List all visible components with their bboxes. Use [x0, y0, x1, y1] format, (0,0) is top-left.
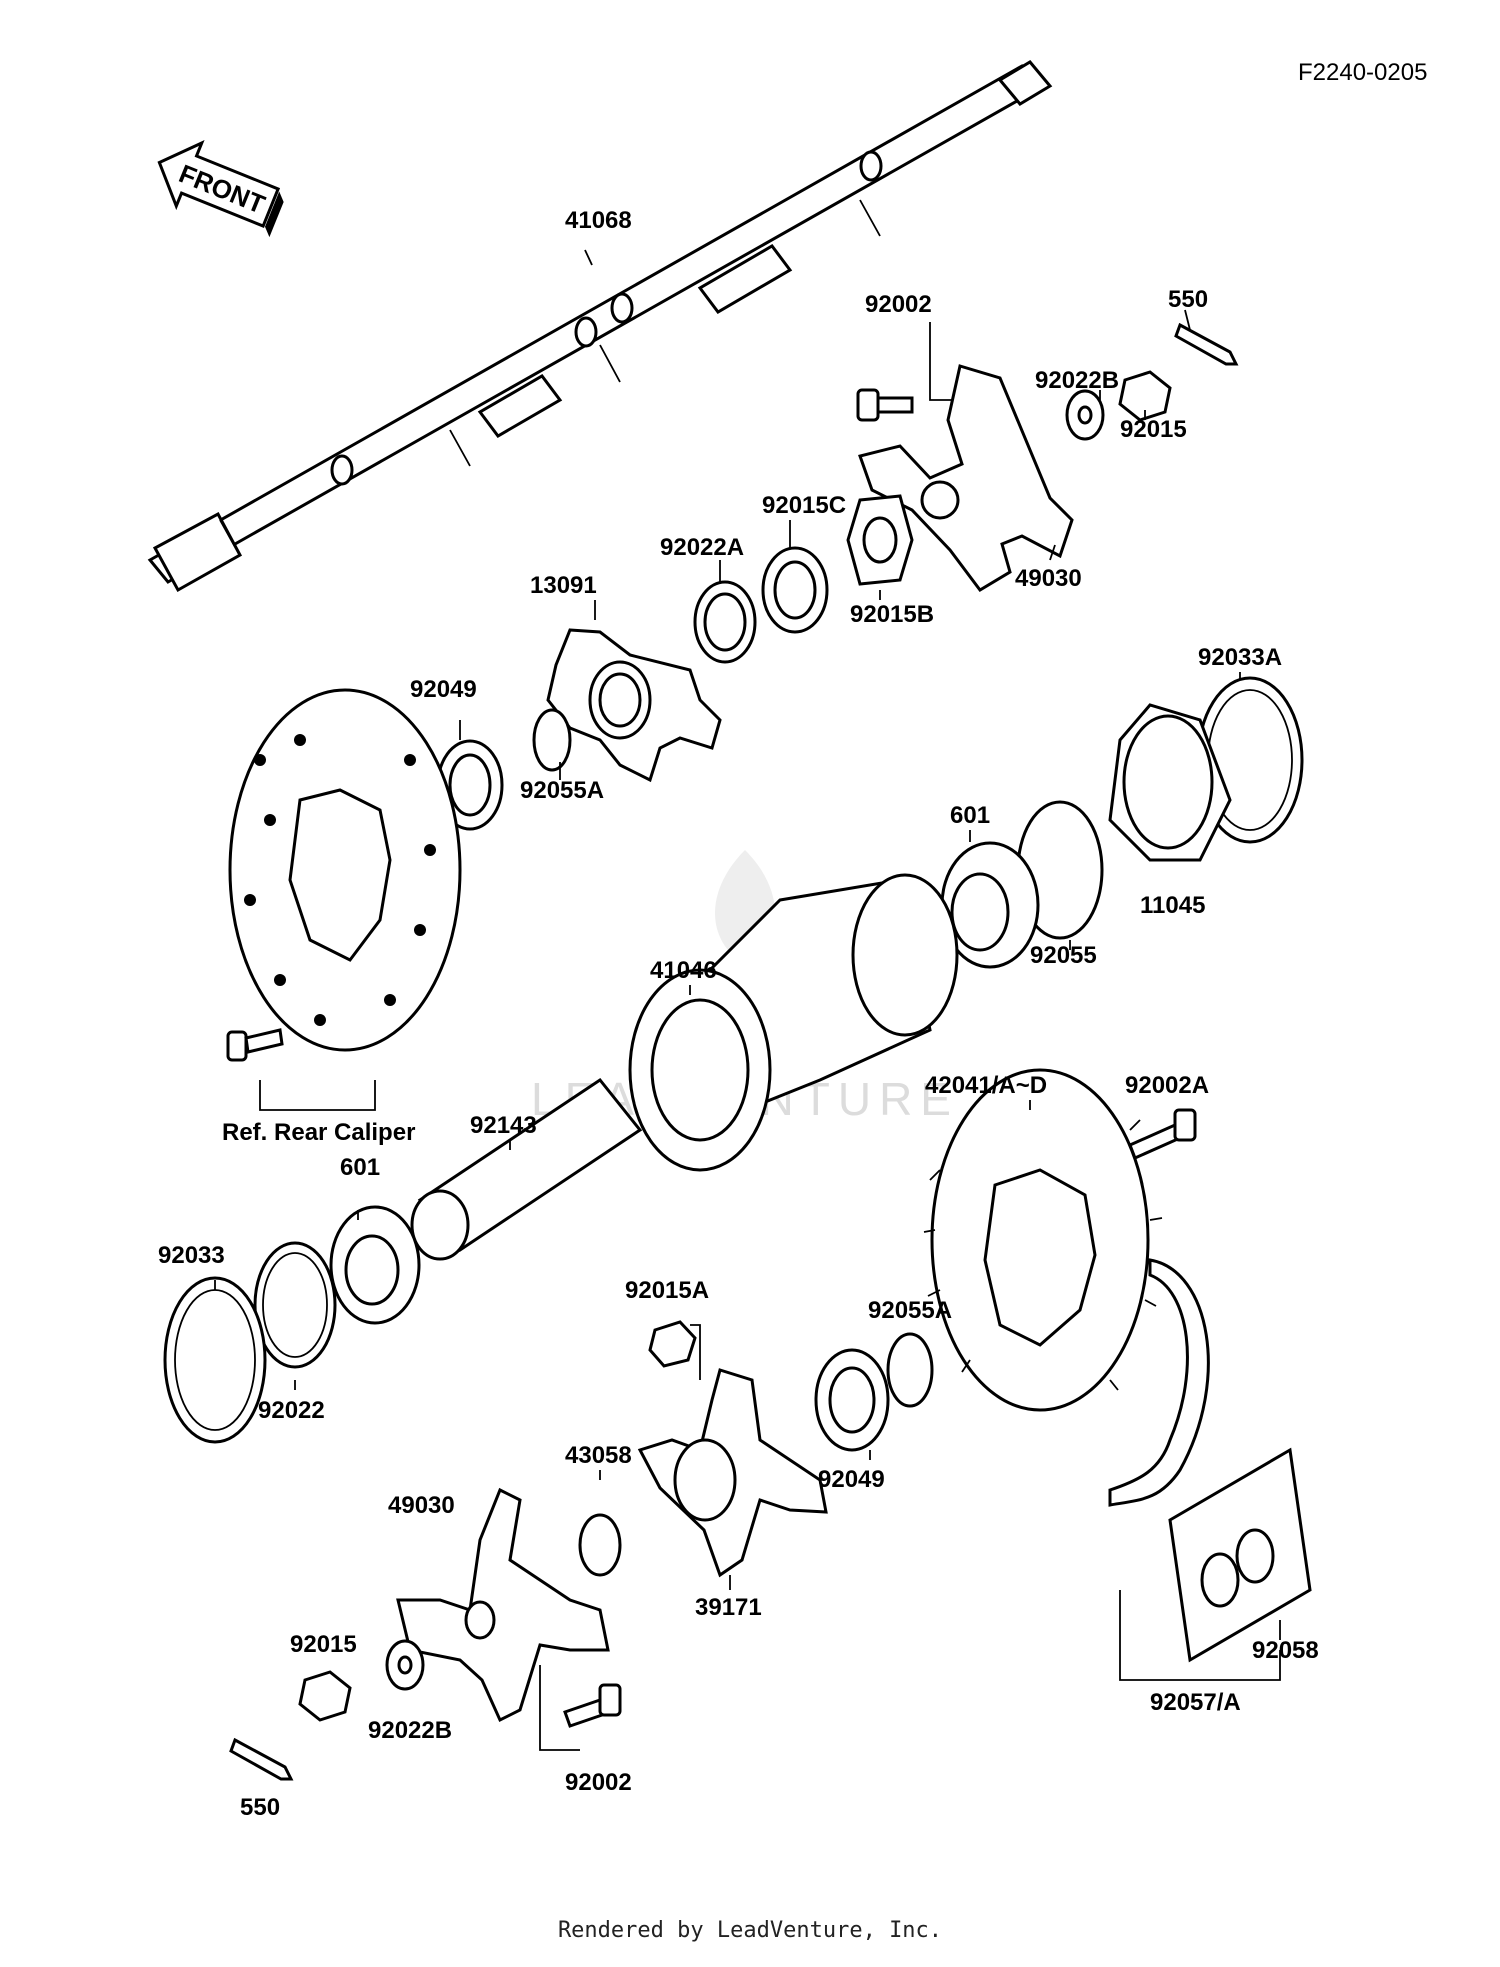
label-bolt-bottom: 92002	[565, 1769, 632, 1796]
bearing-right	[940, 841, 1040, 969]
label-housing: 41046	[650, 957, 717, 984]
rear-axle	[147, 60, 1053, 593]
hub-bottom	[396, 1487, 610, 1723]
nut-c	[761, 546, 829, 634]
circlip-lower	[578, 1513, 622, 1577]
bolt-top	[856, 322, 965, 422]
label-nut-top: 92015	[1120, 416, 1187, 443]
master-link	[1168, 1447, 1312, 1663]
label-seal-left: 92049	[410, 676, 477, 703]
label-sprocket: 42041/A~D	[925, 1072, 1047, 1099]
front-arrow: FRONT	[157, 140, 284, 238]
bolt-sprocket	[1128, 1108, 1197, 1161]
cap-right	[1108, 703, 1232, 862]
label-bearing-right: 601	[950, 802, 990, 829]
label-chain: 92057/A	[1150, 1689, 1241, 1716]
drive-chain	[1108, 1258, 1281, 1681]
disc-bolt	[226, 1028, 376, 1111]
label-oring-left: 92055A	[520, 777, 604, 804]
nut-a	[648, 1320, 701, 1380]
label-bearing-left: 601	[340, 1154, 380, 1181]
sprocket	[923, 1068, 1163, 1412]
label-cap-right: 11045	[1140, 892, 1205, 919]
label-circlip-right: 92033A	[1198, 644, 1282, 671]
cotter-top	[1174, 322, 1239, 366]
disc-hub	[546, 628, 722, 783]
ring-left	[253, 1241, 337, 1369]
label-joint: 92058	[1252, 1637, 1319, 1664]
label-seal-lower: 92049	[818, 1466, 885, 1493]
label-nut-c: 92015C	[762, 492, 846, 519]
nut-b	[846, 494, 914, 586]
label-cotter-top: 550	[1168, 286, 1208, 313]
label-axle: 41068	[565, 207, 632, 234]
circlip-left	[163, 1276, 267, 1444]
label-circlip-left: 92033	[158, 1242, 225, 1269]
footer-credit: Rendered by LeadVenture, Inc.	[557, 1918, 943, 1943]
washer-top	[1065, 389, 1105, 441]
label-cotter-bottom: 550	[240, 1794, 280, 1821]
diagram-code: F2240-0205	[1298, 59, 1427, 86]
label-circlip-lower: 43058	[565, 1442, 632, 1469]
label-bolt-top: 92002	[865, 291, 932, 318]
sleeve	[410, 1077, 643, 1261]
label-washer-top: 92022B	[1035, 367, 1119, 394]
nut-bottom	[298, 1670, 352, 1722]
washer-a	[693, 580, 757, 664]
label-sprocket-hub: 39171	[695, 1594, 762, 1621]
cotter-bottom	[229, 1737, 294, 1781]
label-nut-bottom: 92015	[290, 1631, 357, 1658]
part-labels: F2240-0205 41068 92002 550 92022B 92015 …	[158, 59, 1427, 1821]
bolt-bottom	[539, 1665, 622, 1751]
label-oring-lower: 92055A	[868, 1297, 952, 1324]
nut-top	[1118, 370, 1172, 422]
ref-note: Ref. Rear Caliper	[222, 1119, 415, 1146]
sprocket-hub	[637, 1368, 828, 1578]
label-hub-bottom: 49030	[388, 1492, 455, 1519]
label-washer-bottom: 92022B	[368, 1717, 452, 1744]
label-disc-hub: 13091	[530, 572, 597, 599]
label-nut-b: 92015B	[850, 601, 934, 628]
bearing-left	[329, 1205, 421, 1325]
oring-left	[532, 708, 572, 772]
label-oring-right: 92055	[1030, 942, 1097, 969]
washer-bottom	[385, 1639, 425, 1691]
label-ring-left: 92022	[258, 1397, 325, 1424]
leader-lines	[214, 249, 1281, 1640]
label-hub-top: 49030	[1015, 565, 1082, 592]
oring-lower	[886, 1332, 934, 1408]
brake-disc	[228, 688, 462, 1052]
hub-top	[858, 364, 1074, 592]
axle-housing	[628, 873, 959, 1172]
label-sleeve: 92143	[470, 1112, 537, 1139]
label-bolt-sprocket: 92002A	[1125, 1072, 1209, 1099]
label-nut-a: 92015A	[625, 1277, 709, 1304]
seal-lower	[814, 1348, 890, 1452]
label-washer-a: 92022A	[660, 534, 744, 561]
